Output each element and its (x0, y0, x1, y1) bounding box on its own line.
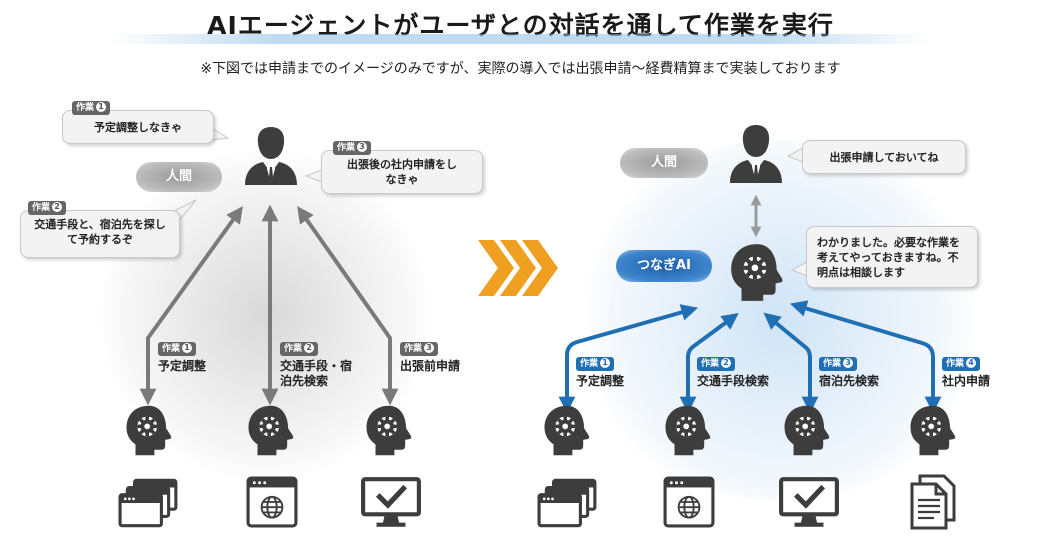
tag-text: 作業 (823, 359, 842, 369)
right-task2-ai-icon (665, 405, 711, 456)
left-bubble-3: 出張後の社内申請をしなきゃ (321, 150, 483, 194)
right-task2-label: 交通手段検索 (697, 374, 770, 388)
left-monitor-check-icon (363, 479, 419, 527)
left-bubble-1: 予定調整しなきゃ (62, 110, 214, 144)
tag-text: 作業 (404, 344, 423, 354)
tag-number: 3 (357, 142, 368, 152)
right-monitor-check-icon (781, 479, 837, 527)
right-arrow-task2 (679, 313, 739, 414)
left-arrow-task3 (297, 206, 399, 406)
right-task1-ai-icon (544, 405, 590, 456)
right-human-label: 人間 (620, 148, 708, 178)
left-task2-label: 交通手段・宿泊先検索 (280, 359, 353, 388)
right-human-bubble-text: 出張申請しておいてね (829, 151, 939, 164)
right-task3-label: 宿泊先検索 (819, 374, 880, 388)
tag-text: 作業 (946, 359, 965, 369)
right-window-stack-icon (537, 478, 597, 528)
left-browser-globe-icon (246, 476, 298, 528)
right-task3-ai-icon (784, 405, 830, 456)
right-arrow-task3 (763, 312, 819, 414)
left-task3-label: 出張前申請 (400, 359, 461, 373)
tag-text: 作業 (76, 103, 95, 113)
tag-number: 1 (600, 358, 611, 368)
left-task3-ai-icon (366, 405, 412, 456)
right-task4-ai-icon (910, 405, 956, 456)
left-human-label: 人間 (136, 162, 222, 192)
tag-number: 1 (182, 343, 193, 353)
tag-number: 1 (96, 102, 107, 112)
tag-text: 作業 (580, 359, 599, 369)
right-arrow-task4 (789, 300, 942, 414)
tag-text: 作業 (32, 203, 51, 213)
right-arrows (558, 300, 942, 414)
ai-agent-bubble-text: わかりました。必要な作業を考えてやっておきますね。不明点は相談します (817, 236, 960, 279)
right-arrow-task1 (558, 304, 699, 414)
right-person-icon (730, 125, 782, 183)
tag-text: 作業 (162, 344, 181, 354)
tag-text: 作業 (284, 344, 303, 354)
right-document-icon (910, 474, 956, 530)
ai-agent-label: つなぎAI (616, 250, 712, 282)
tag-number: 2 (304, 343, 315, 353)
left-bubble-1-text: 予定調整しなきゃ (94, 121, 182, 134)
left-window-stack-icon (118, 478, 178, 528)
left-arrows (139, 204, 399, 406)
ai-agent-bubble: わかりました。必要な作業を考えてやっておきますね。不明点は相談します (806, 226, 978, 288)
left-bubble-2: 交通手段と、宿泊先を探して予約するぞ (20, 210, 180, 258)
left-task2-ai-icon (248, 405, 294, 456)
right-human-bubble: 出張申請しておいてね (802, 140, 966, 174)
right-ai-agent-icon (731, 244, 783, 301)
left-task1-ai-icon (126, 405, 172, 456)
tag-text: 作業 (701, 359, 720, 369)
left-bubble-3-text: 出張後の社内申請をしなきゃ (347, 158, 457, 186)
bubble-tail-right-human (786, 147, 804, 163)
title-underline-band (110, 34, 930, 44)
bubble-tail-left-1 (211, 127, 230, 141)
left-task1-label: 予定調整 (158, 359, 207, 373)
tag-number: 3 (843, 358, 854, 368)
bubble-tail-left-3 (304, 169, 323, 183)
page-subtitle: ※下図では申請までのイメージのみですが、実際の導入では出張申請〜経費精算まで実装… (200, 61, 841, 77)
tag-text: 作業 (337, 143, 356, 153)
bubble-tail-right-ai (790, 261, 808, 277)
right-browser-globe-icon (663, 476, 715, 528)
left-bubble-2-text: 交通手段と、宿泊先を探して予約するぞ (34, 218, 166, 246)
right-task1-label: 予定調整 (576, 374, 625, 388)
tag-number: 4 (966, 358, 977, 368)
chevron-arrows-icon (478, 240, 558, 296)
tag-number: 2 (721, 358, 732, 368)
left-arrow-task1 (139, 206, 243, 406)
left-person-icon (245, 127, 297, 185)
tag-number: 2 (52, 202, 63, 212)
right-task4-label: 社内申請 (942, 374, 991, 388)
tag-number: 3 (424, 343, 435, 353)
